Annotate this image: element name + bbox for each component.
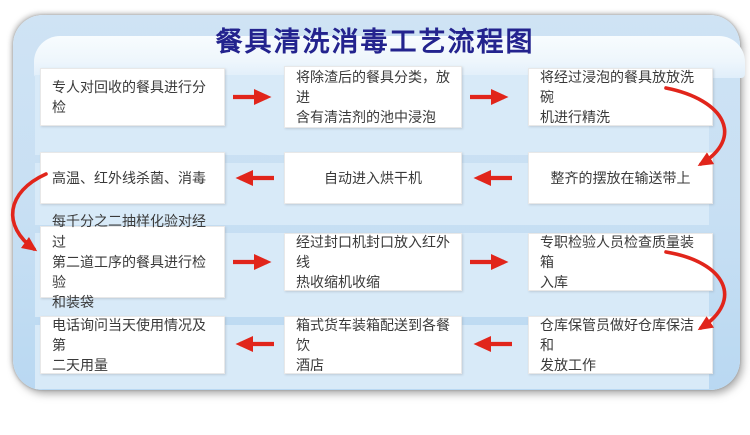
flow-step-7-sample-test-bag: 每千分之二抽样化验对经过 第二道工序的餐具进行检验 和装袋 [40, 213, 225, 310]
flow-step-12-phone-followup: 电话询问当天使用情况及第 二天用量 [40, 316, 225, 374]
page-title: 餐具清洗消毒工艺流程图 [215, 27, 535, 57]
flow-step-3-machine-wash: 将经过浸泡的餐具放放洗碗 机进行精洗 [528, 68, 713, 126]
flow-step-8-seal-shrink: 经过封口机封口放入红外线 热收缩机收缩 [284, 233, 462, 291]
flow-step-5-dryer: 自动进入烘干机 [284, 152, 462, 204]
flow-step-6-sterilize: 高温、红外线杀菌、消毒 [40, 152, 225, 204]
flow-step-9-quality-pack: 专职检验人员检查质量装箱 入库 [528, 233, 713, 291]
flow-step-4-conveyor: 整齐的摆放在输送带上 [528, 152, 713, 204]
flow-step-1-sort-inspect: 专人对回收的餐具进行分检 [40, 68, 225, 126]
flow-step-10-warehouse: 仓库保管员做好仓库保洁和 发放工作 [528, 316, 713, 374]
flow-step-11-delivery: 箱式货车装箱配送到各餐饮 酒店 [284, 316, 462, 374]
flow-step-2-soak: 将除渣后的餐具分类，放进 含有清洁剂的池中浸泡 [284, 66, 462, 128]
